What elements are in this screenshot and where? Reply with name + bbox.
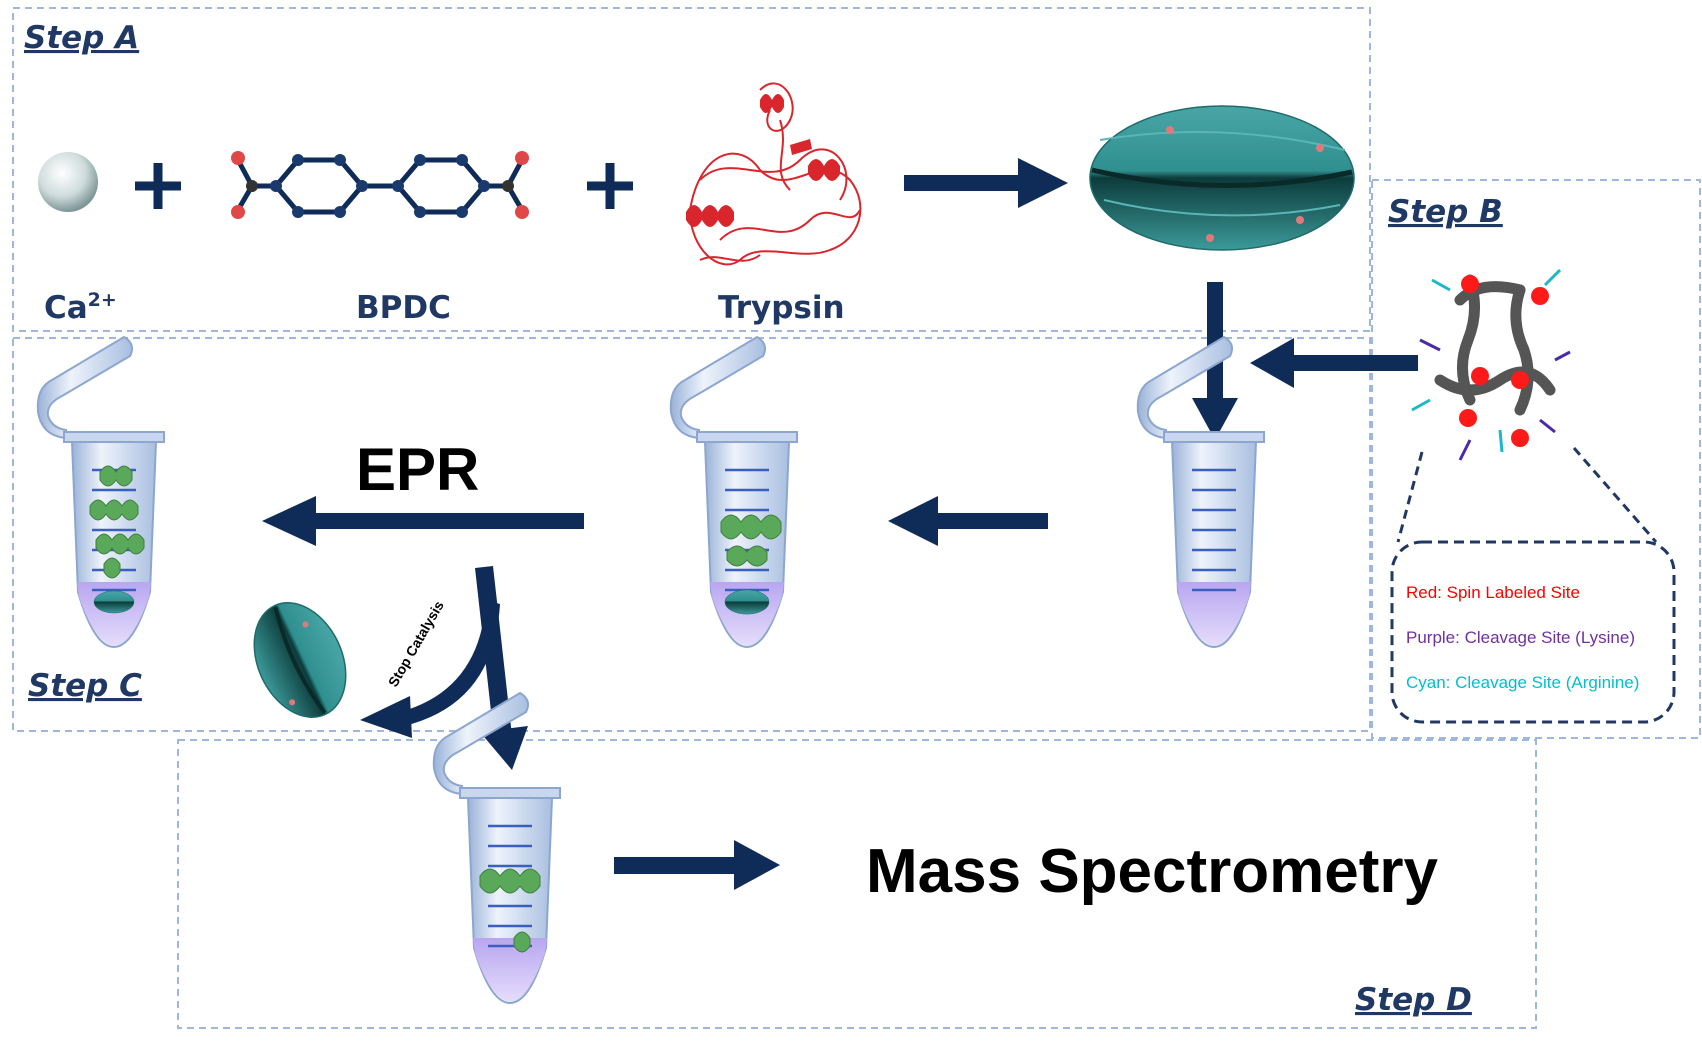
stop-catalysis-label: Stop Catalysis <box>385 598 447 690</box>
trypsin-helices <box>686 94 840 227</box>
mof-particle-removed <box>253 602 347 718</box>
plus-sign-2 <box>587 163 633 209</box>
arrow-tube-to-middle <box>888 496 1048 546</box>
trypsin-label: Trypsin <box>718 290 845 326</box>
step-b-label: Step B <box>1388 194 1503 230</box>
step-a-label: Step A <box>24 20 139 56</box>
bpdc-label: BPDC <box>356 290 451 326</box>
tube-peptides <box>432 691 562 1005</box>
arrow-epr <box>262 496 584 546</box>
step-c-frame <box>12 337 1371 732</box>
mof-particle-large <box>1089 105 1355 251</box>
bpdc-atoms <box>246 154 514 218</box>
step-a-frame <box>12 7 1371 332</box>
arrow-from-protein <box>1250 338 1418 388</box>
epr-label: EPR <box>356 436 479 503</box>
arrow-split <box>360 566 528 770</box>
labeled-protein <box>1411 268 1571 461</box>
zoom-lines <box>1396 447 1658 543</box>
tube-with-mof <box>1136 335 1266 649</box>
tube-digested <box>36 335 166 649</box>
step-d-label: Step D <box>1355 982 1472 1018</box>
plus-sign <box>135 163 181 209</box>
step-d-frame <box>177 739 1537 1029</box>
arrow-to-mof <box>904 158 1068 208</box>
legend-box <box>1390 540 1676 724</box>
legend-spin-label: Red: Spin Labeled Site <box>1406 583 1580 602</box>
step-c-label: Step C <box>28 668 142 704</box>
legend-arginine: Cyan: Cleavage Site (Arginine) <box>1406 673 1639 692</box>
arrow-to-mass-spec <box>614 840 780 890</box>
tube-reaction <box>669 335 799 649</box>
calcium-ion-sphere <box>38 152 98 212</box>
step-b-frame <box>1371 179 1701 739</box>
mass-spec-label: Mass Spectrometry <box>866 837 1439 906</box>
calcium-label: Ca2+ <box>44 289 117 326</box>
legend-lysine: Purple: Cleavage Site (Lysine) <box>1406 628 1635 647</box>
trypsin-protein <box>688 82 862 266</box>
oxygen-atoms <box>231 151 529 219</box>
